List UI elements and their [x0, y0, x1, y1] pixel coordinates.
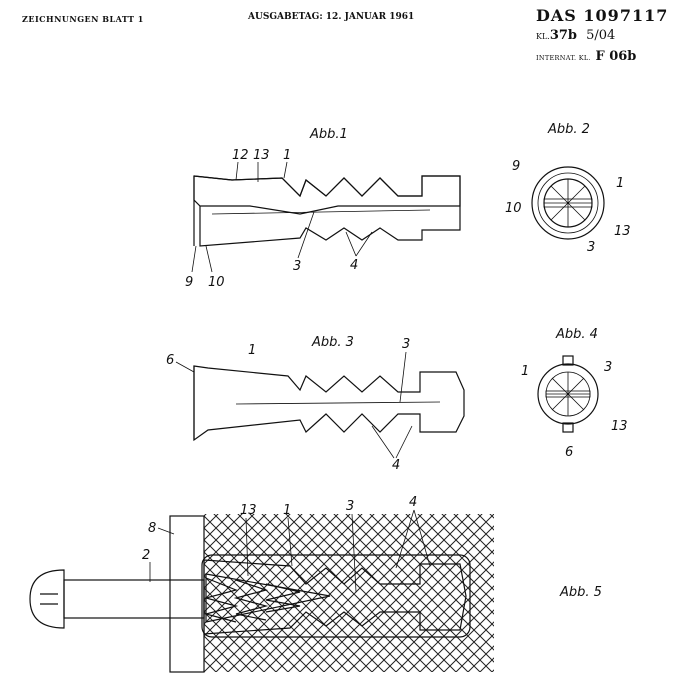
- fig4-label-13: 13: [611, 419, 628, 434]
- fig5-label-2: 2: [142, 548, 150, 563]
- sheet-label: ZEICHNUNGEN BLATT 1: [22, 14, 144, 24]
- fig1-label-3: 3: [293, 259, 301, 274]
- fig5-wall: [169, 515, 205, 673]
- fig1-leaders: [191, 161, 373, 273]
- fig1-label-10: 10: [208, 275, 225, 290]
- fig3-label-3: 3: [402, 337, 410, 352]
- class-main: 37b: [549, 28, 578, 43]
- fig3-label-1: 1: [248, 343, 256, 358]
- fig4-slit: [545, 390, 591, 398]
- fig5-label-3: 3: [346, 499, 354, 514]
- fig5-screw-tip: [205, 573, 331, 623]
- fig4-rib-top: [562, 355, 574, 366]
- fig2-inner-ring: [537, 172, 599, 234]
- fig1-upper-outline: [193, 175, 461, 206]
- international-class: INTERNAT. KL. F 06b: [536, 49, 636, 64]
- issue-date: AUSGABETAG: 12. JANUAR 1961: [248, 12, 415, 22]
- fig5-masonry: [204, 514, 494, 672]
- fig2-slots: [544, 179, 592, 227]
- patent-number: DAS 1097117: [536, 6, 669, 25]
- fig5-drill-hole: [201, 554, 471, 638]
- fig2-label-1: 1: [616, 176, 624, 191]
- fig3-label-4: 4: [392, 458, 400, 473]
- fig5-screw-head: [29, 569, 65, 629]
- fig2-label-3: 3: [587, 240, 595, 255]
- fig1-label-9: 9: [185, 275, 193, 290]
- patent-class: KL.37b 5/04: [536, 28, 615, 43]
- class-prefix: KL.: [536, 32, 550, 41]
- fig5-label-4: 4: [409, 495, 417, 510]
- fig5-label-13: 13: [240, 503, 257, 518]
- fig2-slit: [543, 198, 593, 208]
- fig1-label-1: 1: [283, 148, 291, 163]
- figure-3: Abb. 3 6 1 3 4: [166, 335, 465, 473]
- fig2-label-13: 13: [614, 224, 631, 239]
- fig2-title: Abb. 2: [547, 122, 590, 137]
- fig1-label-13: 13: [253, 148, 270, 163]
- fig5-title: Abb. 5: [559, 585, 602, 600]
- fig1-slit: [211, 209, 431, 215]
- figure-5: Abb. 5 8 13 1 3 4 2: [29, 495, 602, 673]
- fig3-outline: [193, 365, 465, 442]
- fig2-outer-ring: [531, 166, 605, 240]
- fig5-screw-slot: [40, 593, 58, 605]
- fig4-rib-bottom: [562, 422, 574, 433]
- class-sub: 5/04: [586, 28, 616, 43]
- fig4-label-3: 3: [604, 360, 612, 375]
- fig5-label-1: 1: [283, 503, 291, 518]
- fig1-label-4: 4: [350, 258, 358, 273]
- intl-prefix: INTERNAT. KL.: [536, 54, 591, 62]
- figure-2: Abb. 2 9 1 10 13 3: [505, 122, 631, 255]
- fig5-leaders: [149, 509, 431, 593]
- fig3-title: Abb. 3: [311, 335, 354, 350]
- fig4-slots: [546, 372, 590, 416]
- fig2-label-10: 10: [505, 201, 522, 216]
- fig2-label-9: 9: [512, 159, 520, 174]
- fig1-label-12: 12: [232, 148, 249, 163]
- fig1-title: Abb.1: [309, 127, 348, 142]
- intl-class: F 06b: [595, 49, 637, 64]
- fig1-lower-outline: [199, 206, 461, 247]
- fig5-screw-shank: [63, 579, 205, 619]
- figure-4: Abb. 4 3 1 13 6: [521, 327, 628, 460]
- figure-1: Abb.1 12 13 1 3 4 9 10: [185, 127, 461, 290]
- fig5-dowel: [203, 559, 467, 635]
- fig4-label-6: 6: [565, 445, 573, 460]
- fig5-label-8: 8: [148, 521, 156, 536]
- fig4-title: Abb. 4: [555, 327, 598, 342]
- fig3-label-6: 6: [166, 353, 174, 368]
- fig3-leaders: [175, 351, 413, 459]
- fig4-outer-ring: [537, 363, 599, 425]
- fig3-slit: [235, 401, 441, 405]
- fig4-label-1: 1: [521, 364, 529, 379]
